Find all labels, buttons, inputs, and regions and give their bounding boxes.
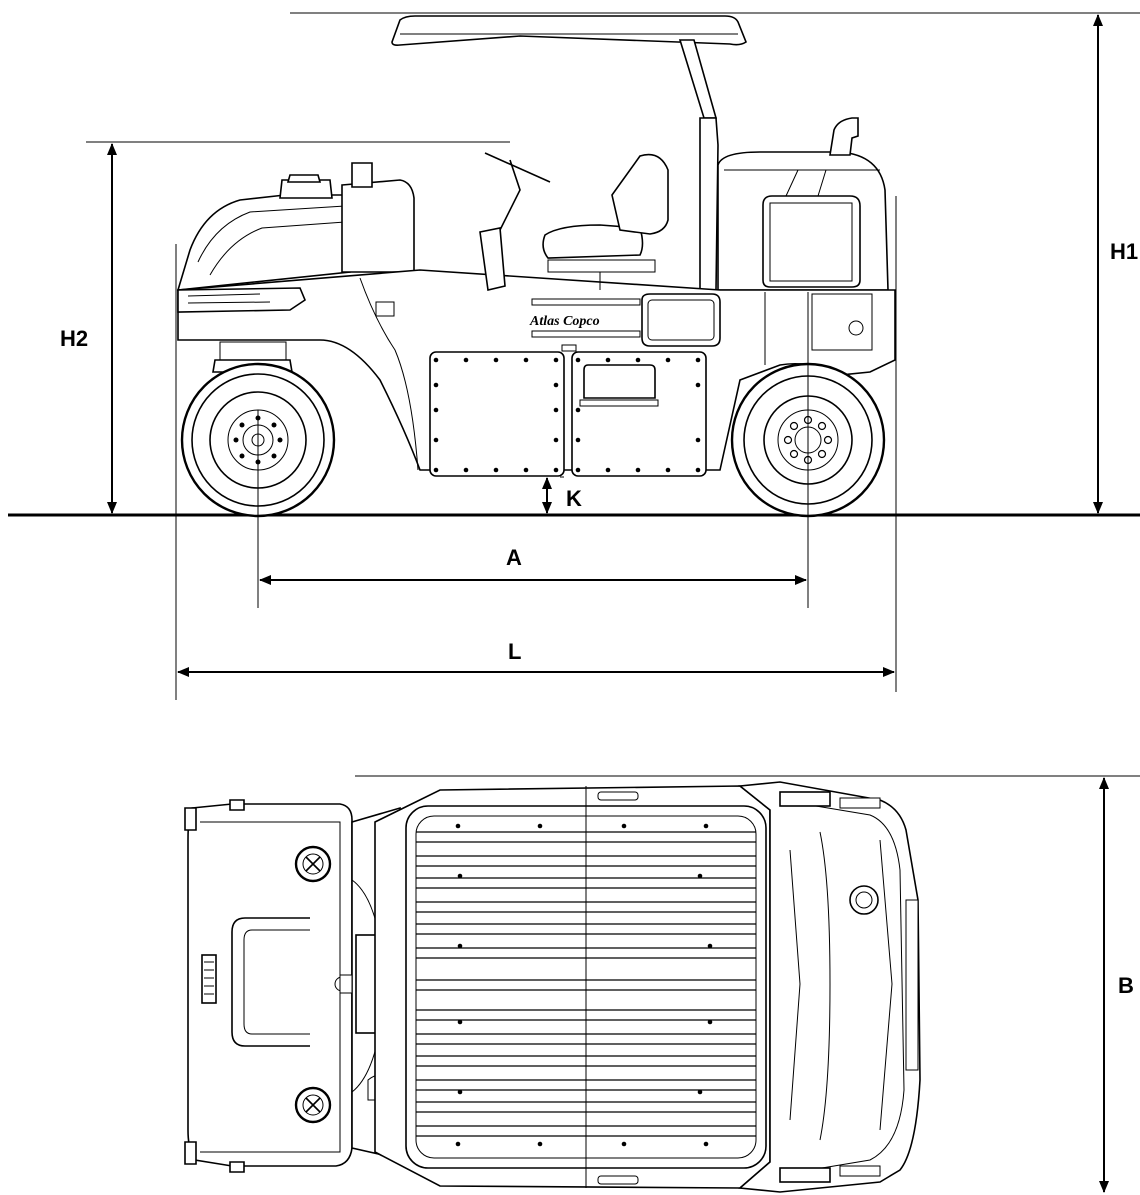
front-hood bbox=[176, 162, 415, 291]
h2-label: H2 bbox=[60, 326, 88, 351]
a-label: A bbox=[506, 545, 522, 570]
canopy bbox=[391, 15, 747, 291]
operator-station bbox=[479, 152, 669, 291]
extension-lines bbox=[86, 12, 1140, 700]
l-label: L bbox=[508, 639, 521, 664]
side-view: Atlas Copco bbox=[8, 12, 1140, 700]
rear-hood bbox=[717, 117, 889, 291]
b-label: B bbox=[1118, 973, 1134, 998]
k-label: K bbox=[566, 486, 582, 511]
brand-logo-text: Atlas Copco bbox=[529, 314, 600, 329]
rear-section bbox=[737, 781, 921, 1193]
top-view: B bbox=[184, 775, 1140, 1193]
h1-label: H1 bbox=[1110, 239, 1138, 264]
dimension-arrows bbox=[107, 13, 1103, 677]
front-section bbox=[184, 799, 353, 1173]
ballast-panels bbox=[429, 344, 707, 477]
ballast-bed bbox=[374, 785, 771, 1189]
